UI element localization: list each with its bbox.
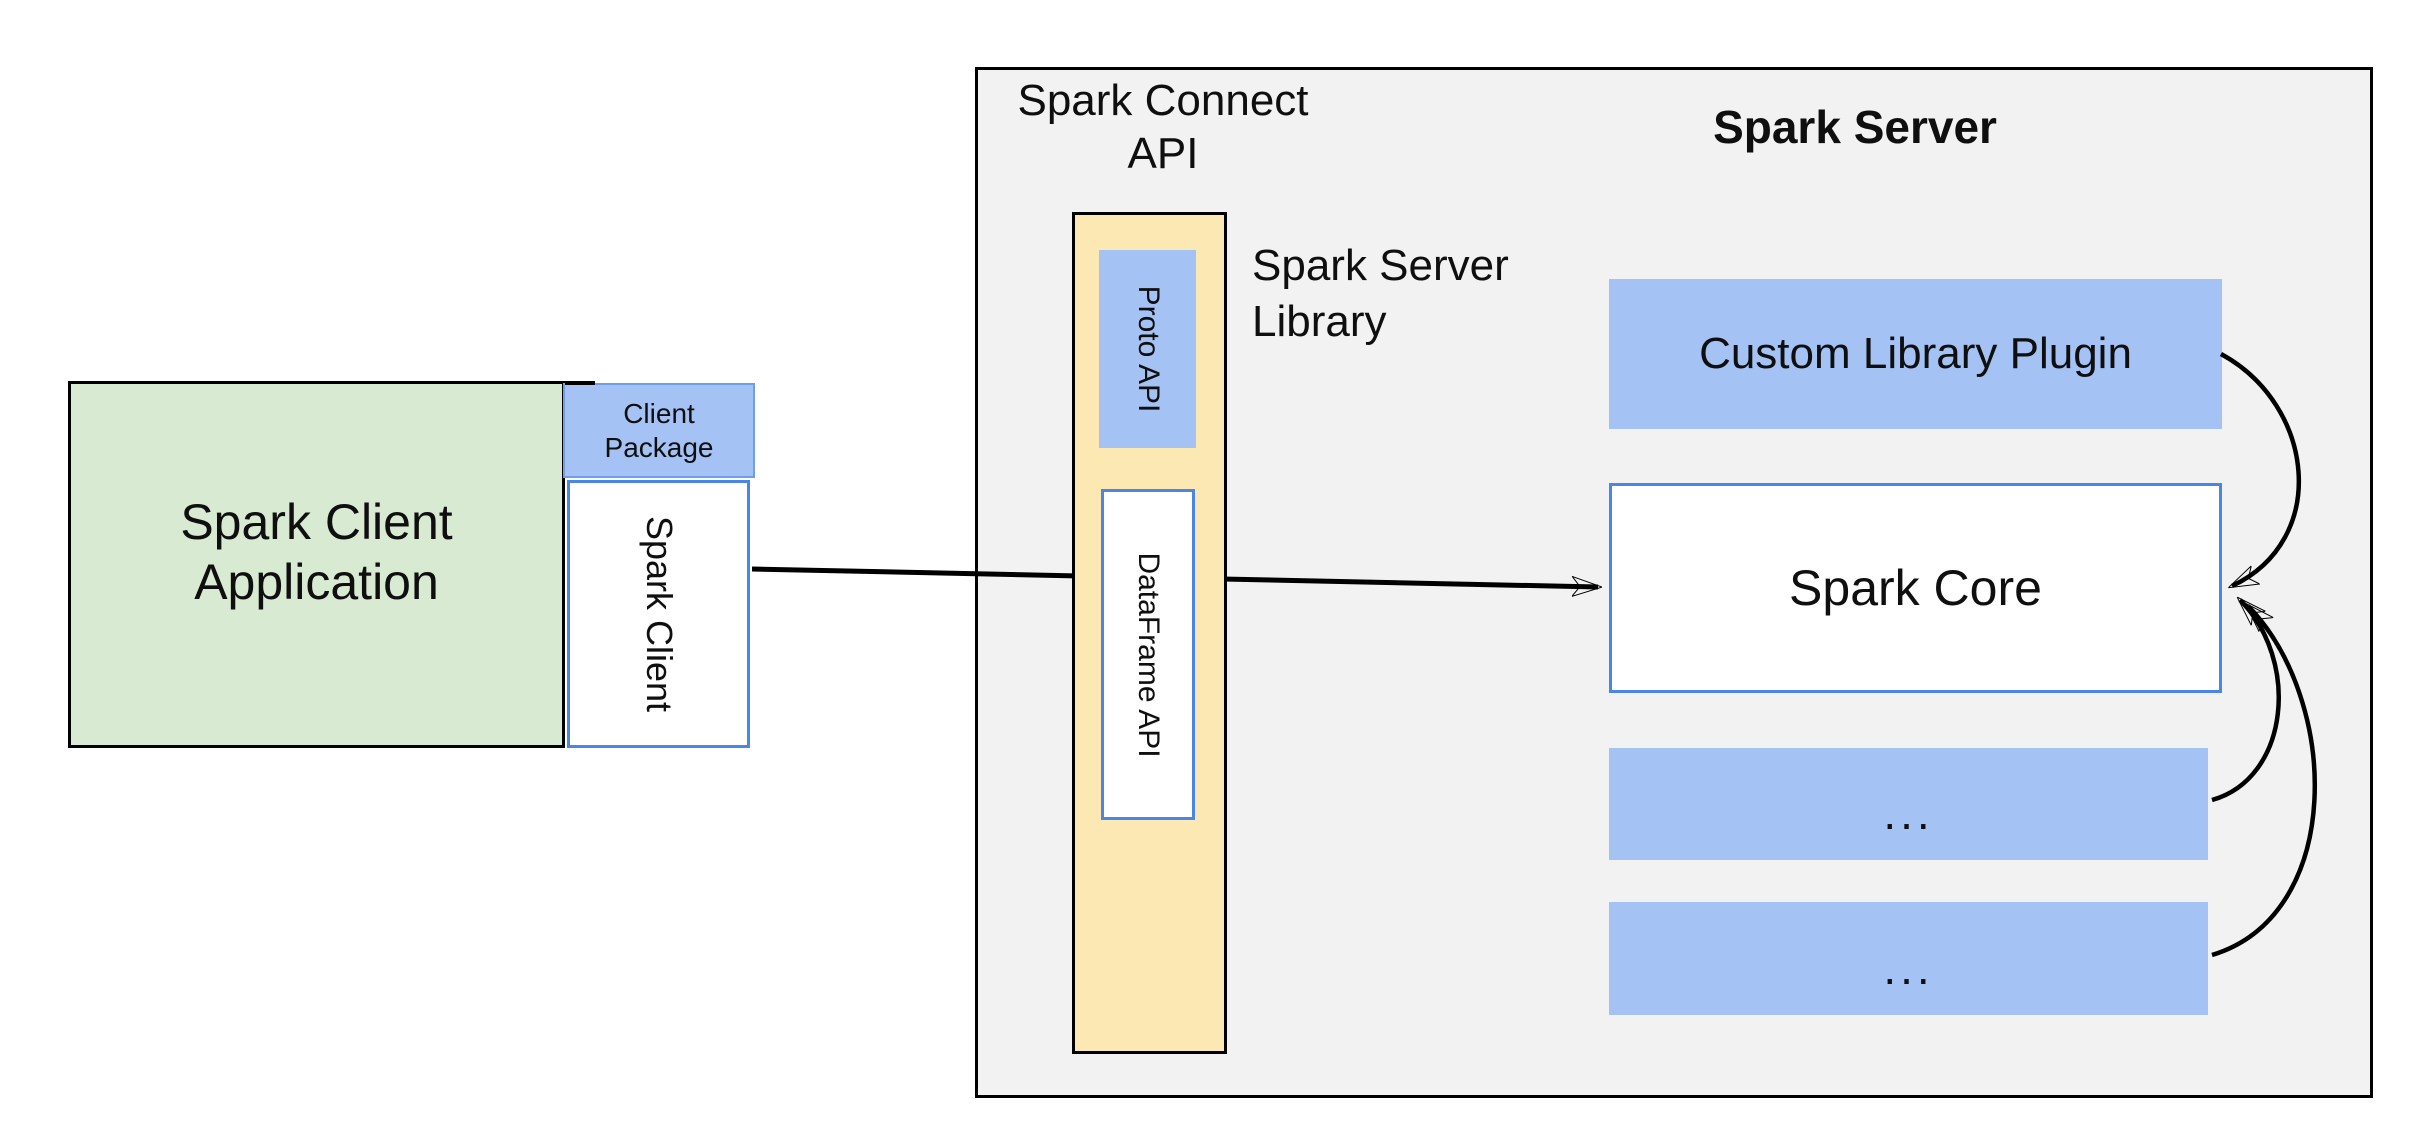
spark-server-library-label: Spark Server Library (1252, 238, 1652, 350)
plugin-slot-1-label: ... (1883, 787, 1934, 839)
spark-server-library-line2: Library (1252, 297, 1387, 346)
spark-client-application-line1: Spark Client (180, 494, 453, 550)
plugin-slot-1-box: ... (1609, 748, 2208, 860)
proto-api-label: Proto API (1131, 285, 1165, 413)
spark-server-library-line1: Spark Server (1252, 241, 1509, 290)
plugin-slot-2-box: ... (1609, 902, 2208, 1015)
spark-connect-api-line1: Spark Connect (1017, 76, 1309, 125)
spark-connect-api-title: Spark Connect API (1013, 74, 1313, 180)
spark-client-application-line2: Application (194, 554, 439, 610)
spark-server-title: Spark Server (1713, 101, 1997, 153)
proto-api-box: Proto API (1099, 250, 1196, 448)
spark-client-label: Spark Client (638, 515, 680, 713)
spark-core-label: Spark Core (1789, 560, 2042, 616)
spark-connect-api-line2: API (1127, 129, 1199, 178)
client-package-line2: Package (604, 431, 714, 463)
custom-library-plugin-label: Custom Library Plugin (1699, 329, 2132, 378)
client-package-box: Client Package (563, 383, 755, 478)
spark-core-box: Spark Core (1609, 483, 2222, 693)
client-package-line1: Client (623, 397, 695, 429)
spark-client-box: Spark Client (567, 480, 750, 748)
dataframe-api-box: DataFrame API (1101, 489, 1195, 820)
green-box-top-border-extension (565, 381, 595, 385)
custom-library-plugin-box: Custom Library Plugin (1609, 279, 2222, 429)
spark-client-application-label: Spark Client Application (71, 492, 562, 612)
plugin-slot-2-label: ... (1883, 941, 1934, 994)
spark-client-application-box: Spark Client Application (68, 381, 565, 748)
dataframe-api-label: DataFrame API (1132, 551, 1165, 758)
